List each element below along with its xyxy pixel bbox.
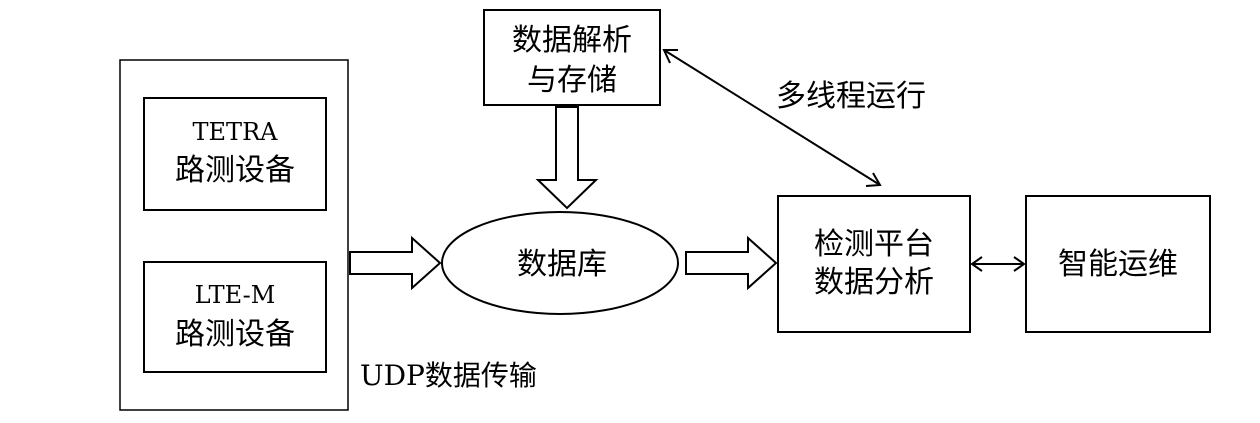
multithread-double-arrow: [662, 49, 882, 187]
hollow-arrow-database-to-platform: [685, 235, 778, 291]
tetra-label-line1: TETRA: [193, 118, 279, 146]
platform-label-line2: 数据分析: [814, 265, 934, 300]
ops-label: 智能运维: [1058, 247, 1178, 282]
multithread-label: 多线程运行: [776, 79, 926, 114]
parse-store-line2: 与存储: [527, 63, 617, 98]
platform-ops-double-arrow: [970, 256, 1026, 272]
ltem-label-line1: LTE-M: [195, 281, 276, 309]
platform-label-line1: 检测平台: [814, 227, 934, 262]
hollow-arrow-devices-to-database: [349, 235, 442, 291]
parse-store-node: 数据解析 与存储: [483, 9, 661, 106]
database-label: 数据库: [517, 247, 607, 282]
database-node: 数据库: [441, 211, 679, 315]
hollow-arrow-parse-to-database: [535, 106, 599, 210]
tetra-label-line2: 路测设备: [175, 153, 295, 188]
intelligent-ops-node: 智能运维: [1025, 195, 1211, 333]
platform-analysis-node: 检测平台 数据分析: [777, 195, 971, 333]
ltem-device-node: LTE-M 路测设备: [143, 261, 327, 373]
udp-transfer-label: UDP数据传输: [360, 359, 537, 392]
ltem-label-line2: 路测设备: [175, 317, 295, 352]
tetra-device-node: TETRA 路测设备: [143, 97, 327, 211]
parse-store-line1: 数据解析: [512, 23, 632, 58]
